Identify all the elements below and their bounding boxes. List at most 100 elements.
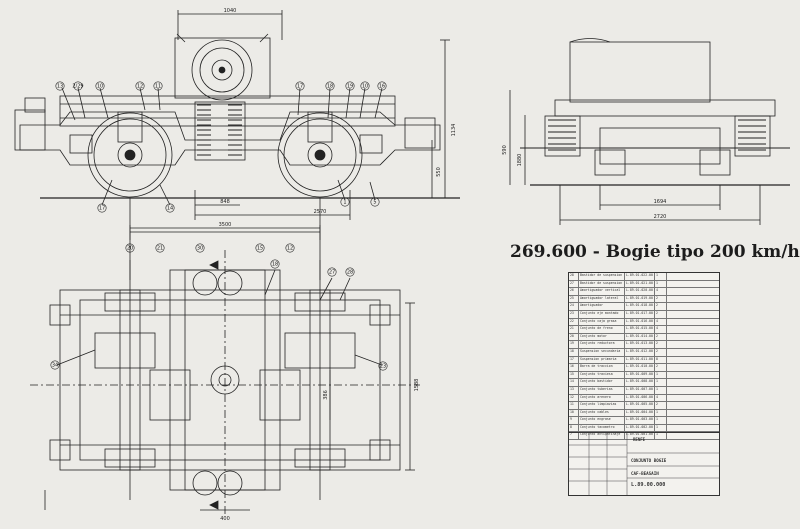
table-cell-desc: Conjunto limpiavias xyxy=(579,402,625,409)
caption-title: Bogie tipo 200 km/h xyxy=(605,242,800,262)
table-cell-blank xyxy=(667,379,719,386)
table-cell-blank xyxy=(667,303,719,310)
callout-side: 10 xyxy=(97,84,103,90)
table-cell-qty: 1 xyxy=(655,371,667,379)
callout-circle xyxy=(135,81,145,91)
table-cell-num: 12 xyxy=(569,394,579,402)
table-cell-num: 19 xyxy=(569,341,579,348)
table-cell-blank xyxy=(667,326,719,333)
table-cell-code: L.89.01.001.00 xyxy=(625,432,655,440)
table-cell-desc: Conjunto antipatinaje xyxy=(579,432,625,440)
table-cell-blank xyxy=(667,372,719,379)
callout-circle xyxy=(165,203,175,213)
table-cell-blank xyxy=(667,417,719,424)
title-block: RENFE CONJUNTO BOGIE CAF-BEASAIN L.89.00… xyxy=(569,432,719,495)
table-cell-blank xyxy=(667,273,719,280)
callout-circle xyxy=(97,203,107,213)
table-cell-desc: Barra de traccion xyxy=(579,364,625,371)
callout-side: 16 xyxy=(379,84,385,90)
callout-circle xyxy=(95,81,105,91)
dimension-end-height: 590 xyxy=(502,145,508,155)
dimension-side-small: 550 xyxy=(436,167,442,177)
table-cell-num: 20 xyxy=(569,333,579,341)
table-cell-code: L.89.01.007.00 xyxy=(625,386,655,394)
callout-circle xyxy=(195,243,205,253)
table-cell-desc: Amortiguador vertical xyxy=(579,288,625,295)
callout-circle xyxy=(270,259,280,269)
table-cell-blank xyxy=(667,281,719,288)
table-cell-num: 26 xyxy=(569,288,579,295)
table-cell-code: L.89.01.004.00 xyxy=(625,409,655,417)
table-cell-blank xyxy=(667,402,719,409)
callout-side: 12 xyxy=(287,246,293,252)
caption-separator: - xyxy=(586,242,606,262)
callout-circle xyxy=(285,243,295,253)
table-cell-num: 16 xyxy=(569,364,579,371)
table-cell-desc: Conjunto bastidor xyxy=(579,379,625,386)
table-cell-blank xyxy=(667,357,719,364)
table-cell-blank xyxy=(667,425,719,432)
callout-side: 19 xyxy=(347,84,353,90)
callout-plan: 18 xyxy=(272,262,278,268)
table-cell-desc: Suspension primaria xyxy=(579,356,625,364)
callout-circle xyxy=(340,197,350,207)
table-cell-qty: 4 xyxy=(655,318,667,326)
table-cell-desc: Conjunto eje montado xyxy=(579,310,625,318)
title-block-company: CAF-BEASAIN xyxy=(631,471,659,476)
dimension-plan-height: 1588 xyxy=(414,379,420,392)
callout-side: 13 xyxy=(57,84,63,90)
callout-side: 5 xyxy=(373,200,376,206)
table-cell-qty: 2 xyxy=(655,341,667,348)
table-cell-desc: Conjunto caja grasa xyxy=(579,318,625,326)
table-cell-desc: Conjunto motor xyxy=(579,333,625,341)
callout-side: 2/29 xyxy=(72,84,83,90)
callout-circle xyxy=(325,81,335,91)
callout-plan: 23 xyxy=(380,364,386,370)
callout-circle xyxy=(55,81,65,91)
table-cell-num: 21 xyxy=(569,326,579,333)
table-cell-desc: Conjunto reductora xyxy=(579,341,625,348)
dimension-plan-small: 400 xyxy=(220,516,230,522)
table-cell-num: 17 xyxy=(569,356,579,364)
dimension-end-height-2: 1880 xyxy=(517,154,523,167)
end-elevation xyxy=(509,38,790,225)
callout-circle xyxy=(370,197,380,207)
callout-circle xyxy=(255,243,265,253)
table-cell-qty: 1 xyxy=(655,273,667,280)
table-cell-qty: 4 xyxy=(655,288,667,295)
callout-circle xyxy=(377,81,387,91)
table-cell-blank xyxy=(667,349,719,356)
callout-side: 10 xyxy=(362,84,368,90)
table-cell-code: L.89.01.009.00 xyxy=(625,371,655,379)
table-cell-code: L.89.01.003.00 xyxy=(625,417,655,424)
table-cell-num: 25 xyxy=(569,295,579,303)
table-cell-desc: Conjunto arenero xyxy=(579,394,625,402)
table-cell-code: L.89.01.022.00 xyxy=(625,273,655,280)
callout-circle xyxy=(345,81,355,91)
table-cell-desc: Conjunto de freno xyxy=(579,326,625,333)
table-cell-code: L.89.01.002.00 xyxy=(625,424,655,432)
table-cell-qty: 2 xyxy=(655,348,667,356)
callout-plan: 34 xyxy=(52,363,58,369)
title-block-grid xyxy=(569,433,719,495)
callout-side: 17 xyxy=(297,84,303,90)
dimension-plan-inner: 386 xyxy=(323,390,329,400)
table-cell-blank xyxy=(667,319,719,326)
table-cell-desc: Conjunto tuberias xyxy=(579,386,625,394)
callout-side: 18 xyxy=(327,84,333,90)
callout-plan: 27 xyxy=(329,270,335,276)
